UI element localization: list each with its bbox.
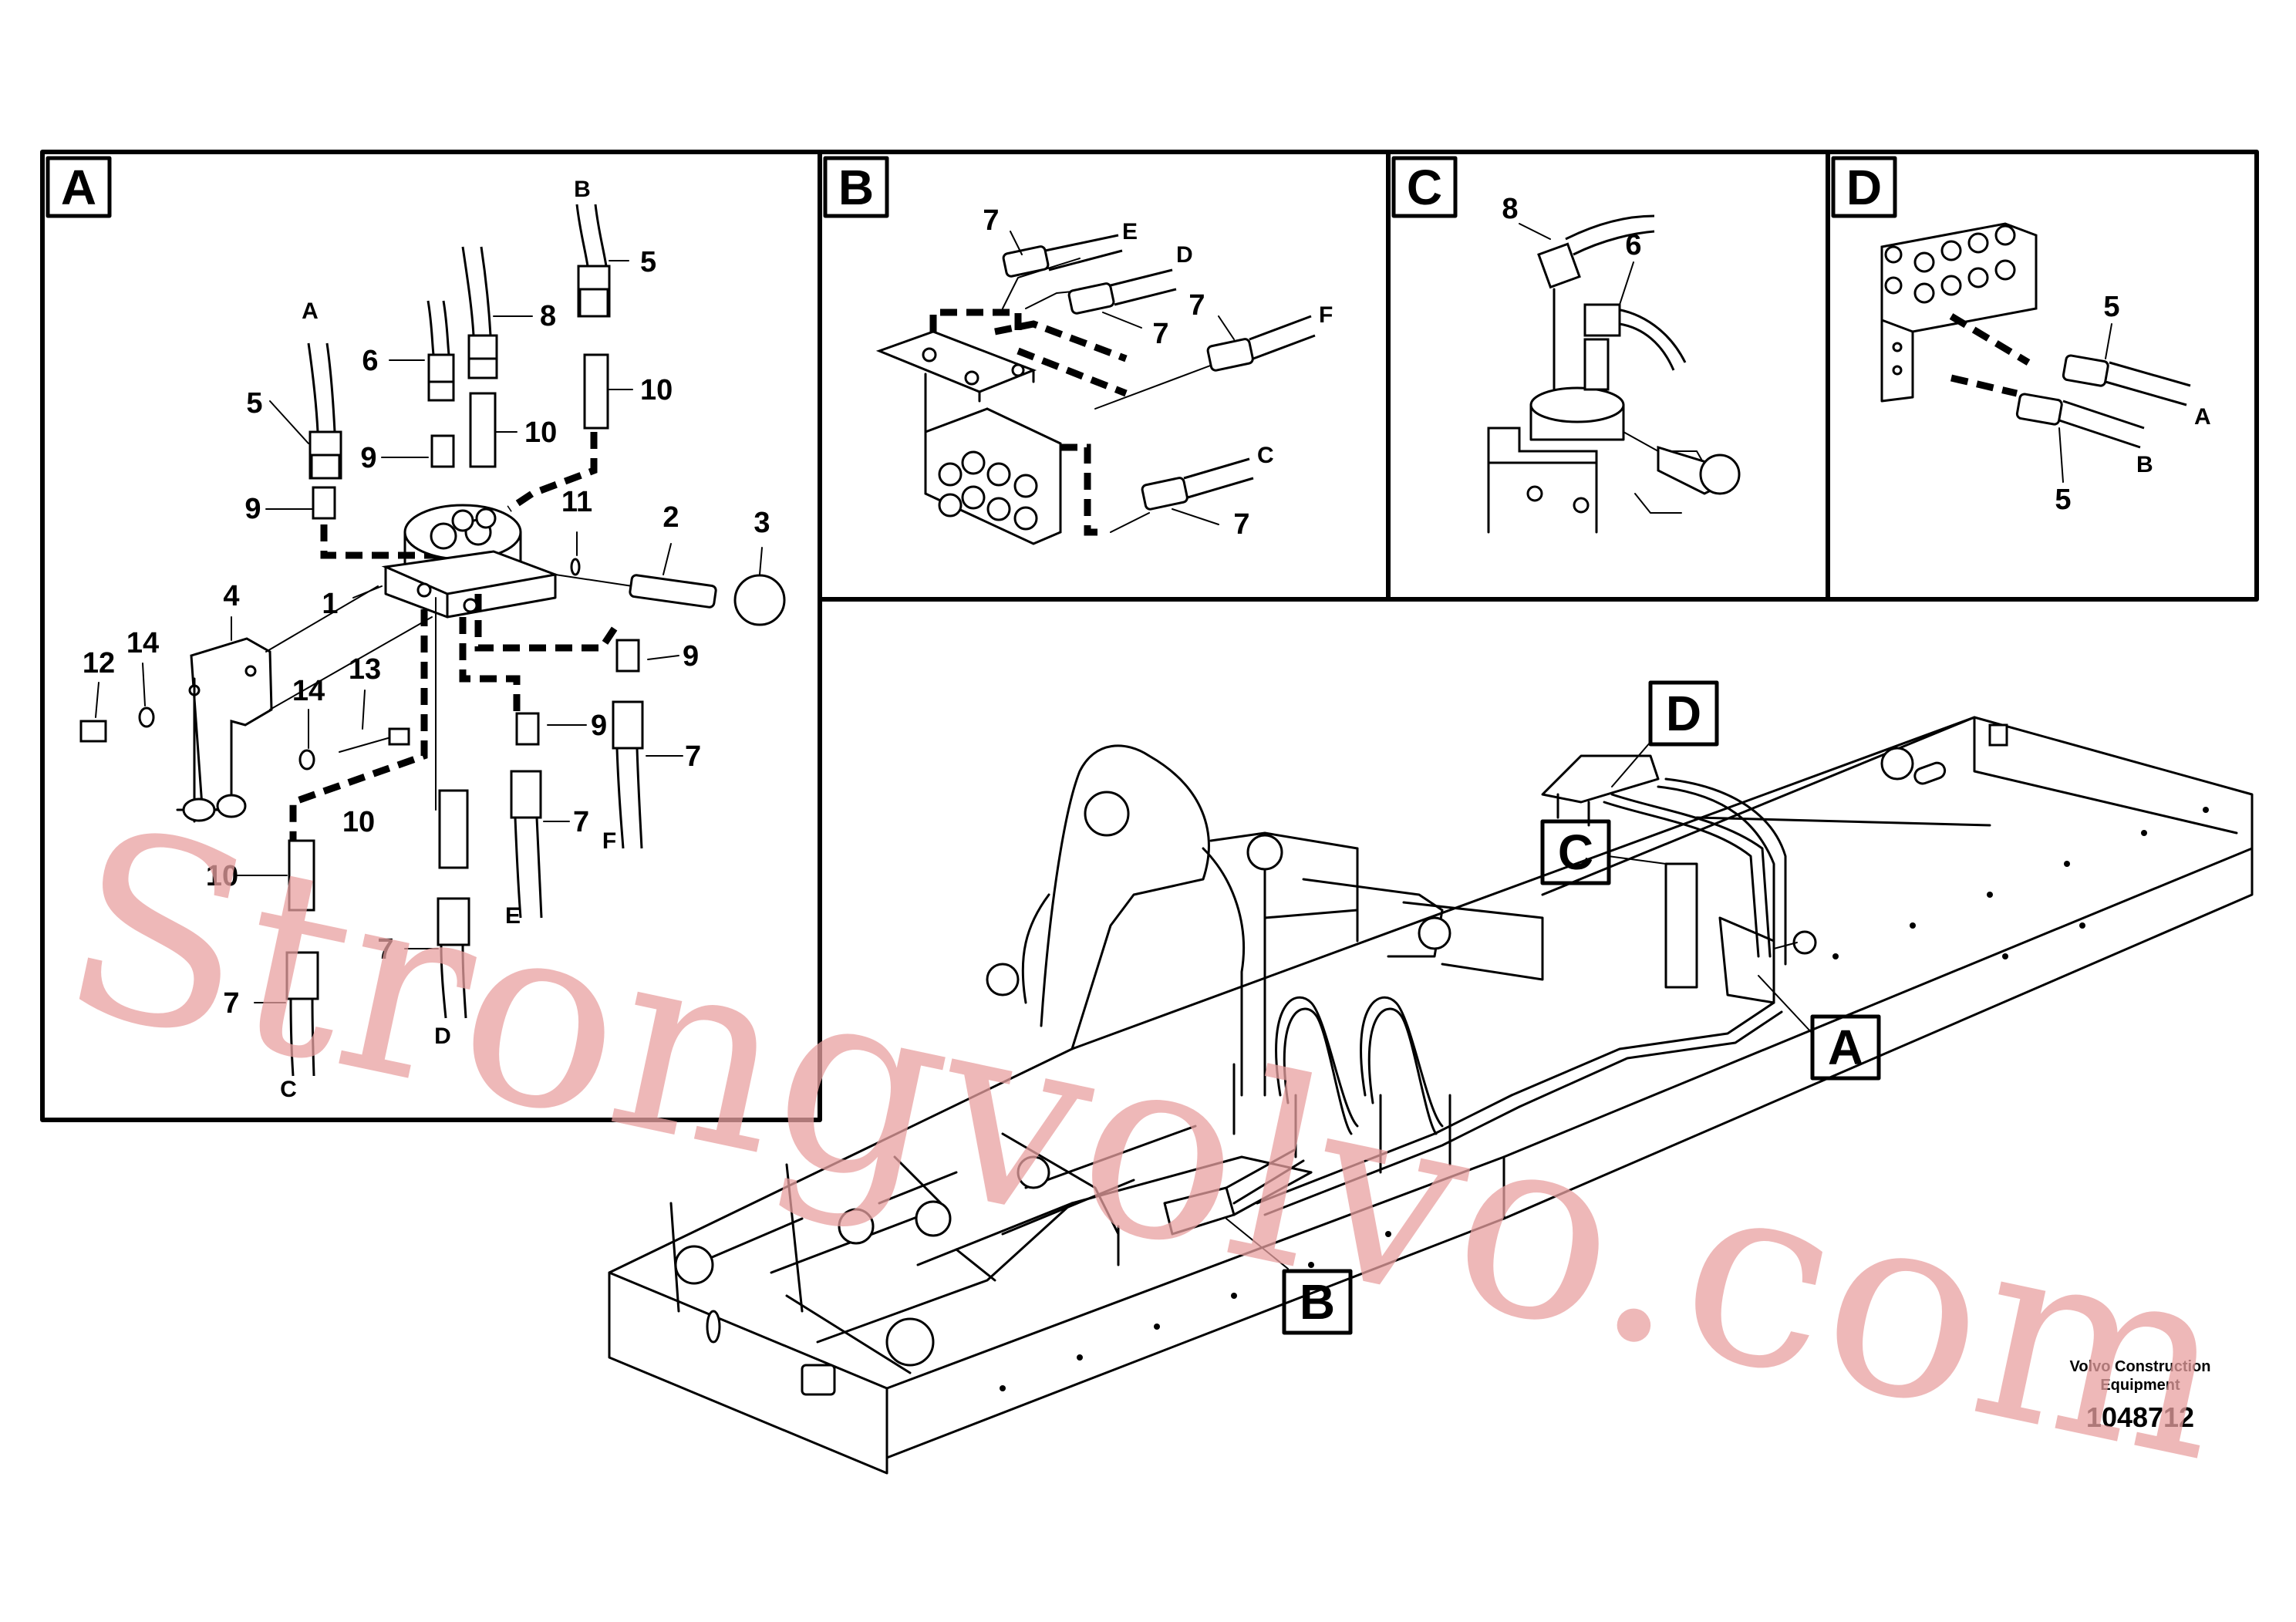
item-9-label: 9 (244, 493, 261, 525)
item-5-label: 5 (2103, 291, 2119, 323)
item-9-label: 9 (591, 710, 607, 742)
hose-label-c: C (280, 1077, 297, 1102)
item-8-label: 8 (1502, 193, 1518, 225)
callout-c: C (1540, 819, 1611, 885)
item-6-label: 6 (362, 345, 378, 377)
hose-label-e: E (1122, 219, 1138, 244)
item-7-label: 7 (573, 806, 589, 838)
callout-b: B (1282, 1269, 1353, 1335)
hose-label-b: B (574, 177, 591, 202)
item-4-label: 4 (223, 580, 239, 612)
item-13-label: 13 (349, 653, 381, 686)
svg-text:A: A (61, 160, 96, 215)
panel-b-drawing (875, 231, 1316, 545)
item-2-label: 2 (663, 501, 679, 534)
hose-label-d: D (434, 1023, 451, 1049)
panel-a-tag: A (46, 156, 112, 218)
hose-label-b: B (2136, 452, 2153, 477)
hose-label-a: A (302, 298, 319, 324)
panel-a-labels: B A 5 5 6 8 10 10 9 9 11 2 3 1 4 12 14 1… (83, 177, 770, 1102)
item-7-label: 7 (685, 740, 701, 773)
item-3-label: 3 (754, 507, 770, 539)
item-5-label: 5 (640, 246, 656, 278)
credit-line-2: Equipment (2100, 1377, 2180, 1394)
hose-label-f: F (1319, 302, 1333, 328)
item-10-label: 10 (524, 416, 557, 449)
hose-label-f: F (602, 828, 616, 854)
panel-d-labels: 5 A B 5 (2055, 291, 2210, 516)
item-8-label: 8 (540, 300, 556, 332)
item-7-label: 7 (1233, 508, 1249, 541)
panel-d-tag: D (1831, 156, 1897, 218)
item-9-label: 9 (360, 442, 376, 474)
panel-d-drawing (1880, 222, 2191, 449)
panel-a-leaders (95, 260, 763, 1003)
hose-label-a: A (2194, 404, 2211, 430)
hose-label-c: C (1257, 443, 1274, 468)
svg-text:C: C (1558, 824, 1593, 880)
panel-frames (40, 150, 2259, 1122)
watermark: Strongvolvo.com (42, 772, 2254, 1519)
item-7-label: 7 (1152, 318, 1168, 350)
item-1-label: 1 (322, 588, 338, 620)
item-14-label: 14 (292, 675, 325, 707)
item-11-label: 11 (561, 486, 592, 518)
item-10-label: 10 (206, 860, 238, 892)
credit-line-1: Volvo Construction (2070, 1358, 2211, 1375)
item-9-label: 9 (683, 640, 699, 673)
item-7-label: 7 (377, 933, 393, 966)
callout-d: D (1648, 680, 1719, 747)
svg-text:B: B (1300, 1274, 1335, 1330)
item-7-label: 7 (223, 987, 239, 1020)
item-10-label: 10 (342, 806, 375, 838)
item-10-label: 10 (640, 374, 673, 406)
item-14-label: 14 (126, 627, 159, 659)
item-12-label: 12 (83, 647, 115, 679)
panel-b-labels: 7 E D 7 7 F C 7 (983, 204, 1333, 541)
svg-text:D: D (1846, 160, 1882, 215)
svg-text:B: B (838, 160, 874, 215)
hose-label-d: D (1176, 242, 1193, 268)
item-5-label: 5 (2055, 484, 2071, 516)
svg-text:A: A (1828, 1020, 1863, 1075)
panel-c-drawing (1487, 214, 1741, 534)
hose-label-e: E (505, 903, 521, 929)
item-6-label: 6 (1625, 229, 1641, 261)
item-7-label: 7 (983, 204, 999, 237)
item-7-label: 7 (1188, 289, 1205, 322)
panel-c-tag: C (1391, 156, 1458, 218)
svg-text:C: C (1407, 160, 1442, 215)
item-5-label: 5 (246, 387, 262, 420)
svg-text:D: D (1666, 686, 1701, 741)
credit-block: Volvo Construction Equipment 1048712 (2070, 1358, 2211, 1433)
panel-c-labels: 8 6 (1502, 193, 1642, 305)
panel-a-drawing (79, 204, 786, 1077)
panel-b-tag: B (823, 156, 889, 218)
part-number: 1048712 (2086, 1401, 2194, 1433)
callout-a: A (1810, 1014, 1881, 1081)
